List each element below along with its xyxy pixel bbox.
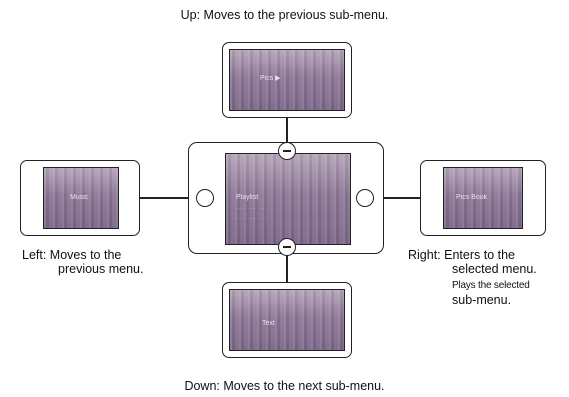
connector-left — [140, 197, 198, 199]
device-right: Pics Book — [420, 160, 546, 236]
screen-down-label: Text — [262, 320, 275, 327]
device-center: Playlist ··· ··· ··· ··· ··· ··· — [188, 142, 384, 254]
screen-right: Pics Book — [443, 167, 523, 229]
device-up: Pics ▶ — [222, 42, 352, 118]
screen-up: Pics ▶ — [229, 49, 345, 111]
device-down: Text — [222, 282, 352, 358]
screen-center: Playlist ··· ··· ··· ··· ··· ··· — [225, 153, 351, 245]
caption-down: Down: Moves to the next sub-menu. — [184, 379, 385, 393]
connector-right — [370, 197, 420, 199]
connector-up — [286, 114, 288, 144]
caption-right-line1: Right: Enters to the — [408, 248, 516, 262]
screen-right-label: Pics Book — [456, 194, 488, 201]
caption-left-line1: Left: Moves to the — [22, 248, 122, 262]
screen-down: Text — [229, 289, 345, 351]
screen-center-label: Playlist — [236, 194, 259, 201]
caption-left: Left: Moves to the previous menu. — [22, 248, 143, 276]
joint-up-dash — [283, 150, 291, 152]
screen-left: Music — [43, 167, 119, 229]
screen-center-rows-2: ··· ··· ··· — [236, 216, 269, 222]
caption-right-line4: sub-menu. — [452, 293, 512, 307]
caption-right: Right: Enters to the selected menu. Play… — [408, 248, 537, 307]
connector-down — [286, 250, 288, 284]
screen-up-label: Pics ▶ — [260, 75, 281, 82]
joint-up — [278, 142, 296, 160]
joint-left — [196, 189, 214, 207]
joint-down — [278, 238, 296, 256]
caption-right-line3: Plays the selected — [452, 280, 530, 291]
joint-right — [356, 189, 374, 207]
joint-down-dash — [283, 246, 291, 248]
caption-up: Up: Moves to the previous sub-menu. — [180, 8, 389, 22]
screen-left-label: Music — [70, 194, 89, 201]
screen-center-rows: ··· ··· ··· — [236, 206, 269, 212]
caption-left-line2: previous menu. — [58, 262, 144, 276]
device-left: Music — [20, 160, 140, 236]
caption-right-line2: selected menu. — [452, 262, 537, 276]
